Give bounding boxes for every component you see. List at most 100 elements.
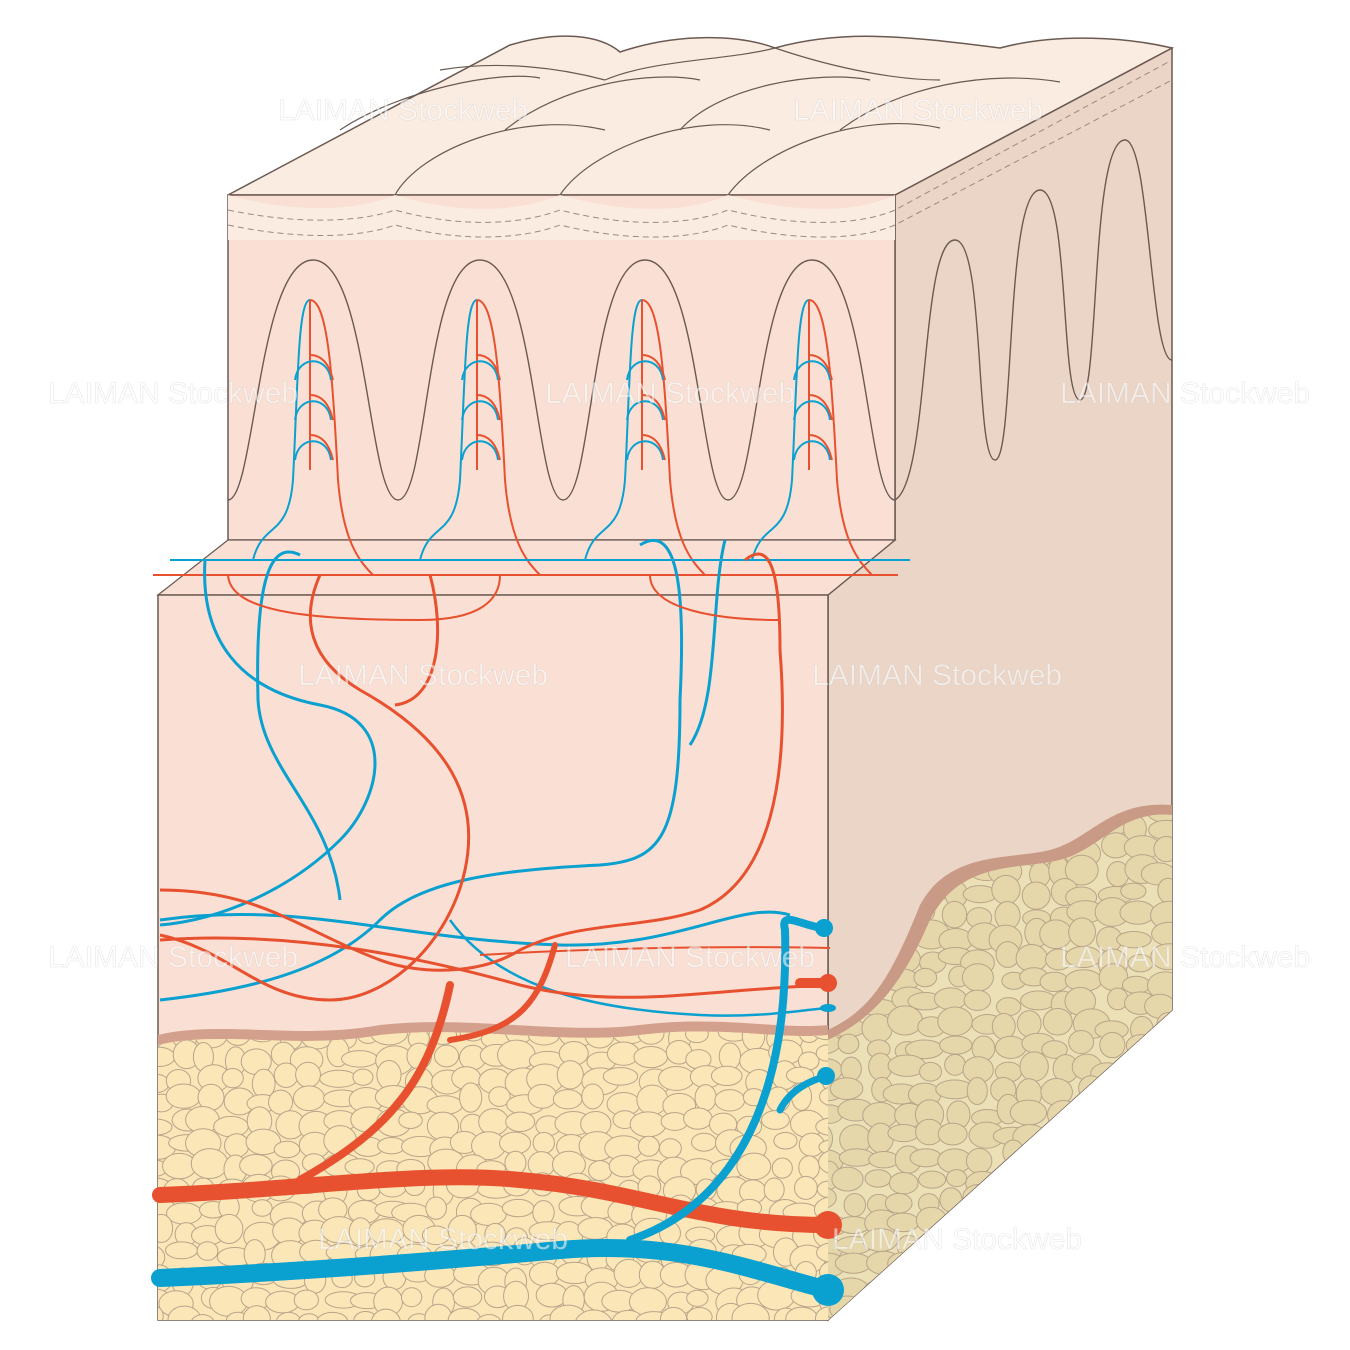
- fat-cell: [937, 1122, 968, 1146]
- fat-cell: [1129, 1209, 1158, 1230]
- fat-cell: [532, 1131, 555, 1154]
- fat-cell: [1117, 1299, 1147, 1320]
- fat-cell: [966, 1283, 993, 1304]
- capillary-arteriole: [808, 394, 833, 421]
- fat-cell: [991, 874, 1021, 905]
- fat-cell: [158, 1304, 164, 1320]
- fat-cell: [292, 1085, 326, 1112]
- fat-cell: [965, 1147, 993, 1174]
- fat-cell: [629, 1111, 667, 1138]
- fat-cell: [937, 1006, 973, 1037]
- fat-cell: [816, 1180, 828, 1198]
- fat-cell: [887, 1124, 920, 1143]
- fat-cell: [1116, 930, 1152, 949]
- fat-cell: [1121, 1099, 1153, 1120]
- watermark: LAIMAN Stockweb: [1060, 941, 1310, 974]
- fat-cell: [1078, 1075, 1104, 1101]
- vein-end-large: [812, 1274, 844, 1306]
- fat-cell: [909, 1148, 943, 1168]
- fat-cell: [433, 1044, 460, 1068]
- fat-cell: [158, 1118, 173, 1136]
- fat-cell: [532, 1200, 555, 1226]
- fat-cell: [502, 1304, 534, 1320]
- capillary-venule: [294, 400, 332, 421]
- fat-cell: [1120, 1127, 1154, 1150]
- watermark: LAIMAN Stockweb: [565, 941, 815, 974]
- fat-cell: [761, 1110, 790, 1130]
- fat-cell: [941, 900, 968, 929]
- capillary-arteriole: [476, 434, 501, 461]
- fat-cell: [459, 1082, 483, 1113]
- fat-cell: [1144, 993, 1172, 1019]
- fat-cell: [1146, 1144, 1172, 1165]
- capillary-venule: [793, 360, 831, 381]
- fat-cell: [1074, 1322, 1104, 1350]
- fat-cell: [1008, 1194, 1048, 1217]
- watermark: LAIMAN Stockweb: [1060, 377, 1310, 410]
- fat-cell: [961, 963, 994, 992]
- fat-cell: [1064, 854, 1099, 886]
- fat-cell: [1144, 1303, 1172, 1320]
- fat-cell: [602, 1067, 639, 1086]
- fat-cell: [1041, 1146, 1074, 1165]
- fat-cell: [1128, 1147, 1160, 1168]
- dermal-papillae-outline: [227, 259, 896, 501]
- artery-end-large: [814, 1211, 842, 1239]
- capillary-venule: [294, 440, 332, 461]
- fat-cell: [1077, 1296, 1100, 1320]
- fat-cell: [637, 1135, 660, 1157]
- fat-cell: [426, 1095, 463, 1115]
- watermark: LAIMAN Stockweb: [298, 659, 548, 692]
- fat-cell: [1115, 1084, 1153, 1105]
- fat-cell: [1017, 1299, 1041, 1320]
- capillary-arteriole: [476, 354, 501, 381]
- fat-cell: [1019, 1051, 1049, 1082]
- fat-cell: [828, 1187, 837, 1209]
- fat-cell: [658, 1138, 682, 1159]
- fat-cell: [963, 989, 992, 1011]
- fat-cell: [939, 1035, 973, 1055]
- capillary-venule: [461, 440, 499, 461]
- fat-cell: [819, 1085, 828, 1108]
- fat-cell: [1099, 1081, 1126, 1102]
- capillary-venule: [419, 299, 478, 561]
- fat-cell: [528, 1261, 561, 1287]
- watermark: LAIMAN Stockweb: [812, 659, 1062, 692]
- fat-cell: [214, 1213, 244, 1245]
- capillary-venule: [252, 299, 311, 561]
- fat-cell: [994, 1035, 1027, 1059]
- fat-cell: [686, 1306, 713, 1320]
- fat-cell: [828, 1124, 834, 1154]
- fat-cell: [944, 1053, 966, 1076]
- fat-cell: [488, 1086, 511, 1107]
- fat-cell: [785, 1306, 819, 1320]
- capillary-arteriole: [641, 299, 706, 576]
- fat-cell: [295, 1061, 322, 1088]
- fat-cell: [798, 1155, 820, 1180]
- fat-cell: [1041, 1188, 1071, 1211]
- fat-cell: [1020, 990, 1057, 1011]
- fat-cell: [1017, 1261, 1052, 1280]
- fat-cell: [1042, 1008, 1073, 1036]
- fat-cell: [771, 1157, 793, 1179]
- fat-cell: [1123, 1164, 1150, 1193]
- capillary-venule: [626, 360, 664, 381]
- watermark: LAIMAN Stockweb: [793, 94, 1043, 127]
- fat-cell: [1105, 1237, 1128, 1256]
- fat-cell: [836, 1324, 867, 1349]
- capillary-arteriole: [808, 434, 833, 461]
- fat-cell: [659, 1306, 688, 1320]
- fat-cell: [447, 1307, 482, 1320]
- vein-end-tiny: [820, 1004, 836, 1012]
- fat-cell: [718, 1042, 742, 1071]
- fat-cell: [1070, 1159, 1099, 1191]
- fat-cell: [1066, 1278, 1101, 1302]
- watermarks: LAIMAN Stockweb LAIMAN Stockweb LAIMAN S…: [48, 94, 1311, 1257]
- fat-cell: [694, 1084, 717, 1112]
- fat-cell: [1149, 1174, 1172, 1193]
- fat-cell: [498, 1131, 532, 1155]
- dermal-arteries: [159, 552, 831, 1002]
- fat-cell: [1047, 1100, 1081, 1130]
- fat-cell: [1146, 1274, 1172, 1295]
